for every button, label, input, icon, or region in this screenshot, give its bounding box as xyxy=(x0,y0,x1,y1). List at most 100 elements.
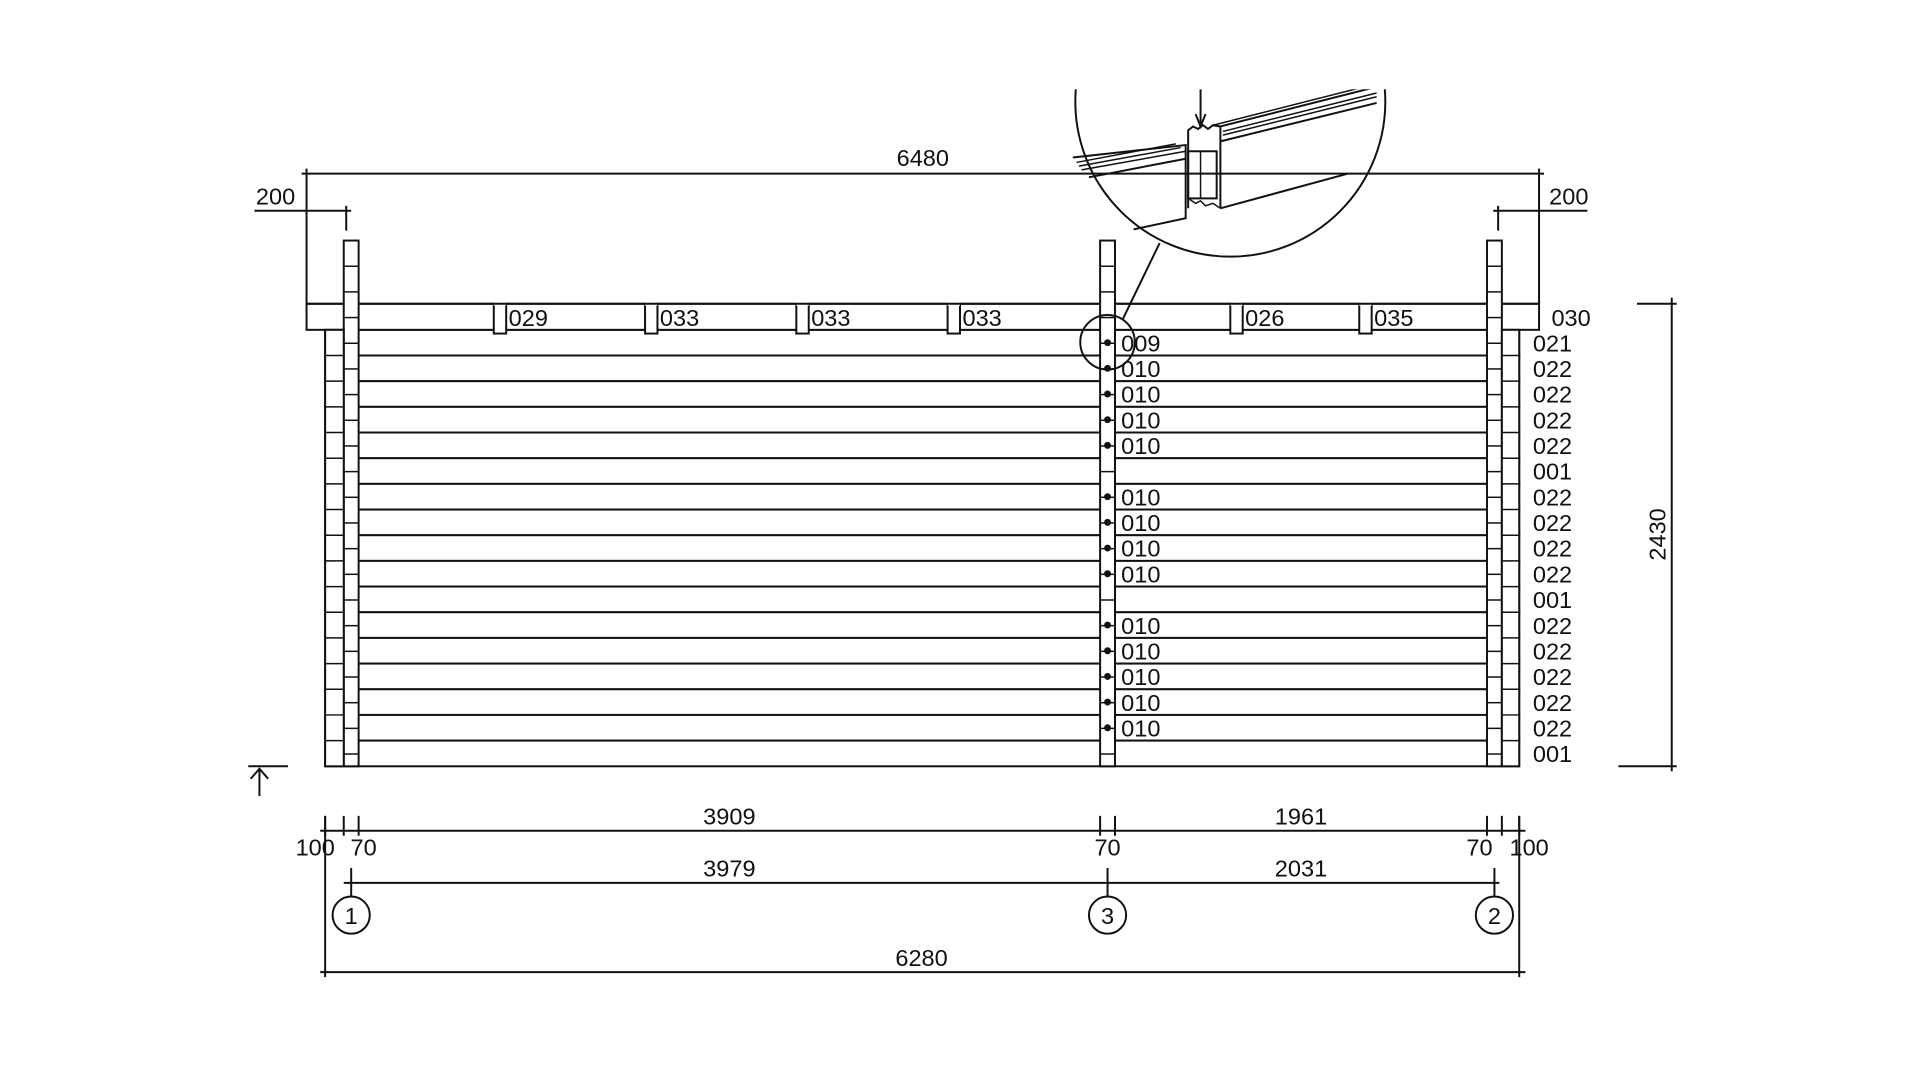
dimension-label: 200 xyxy=(256,184,295,210)
level-arrow-icon xyxy=(248,765,288,797)
axis-marker-1: 1 xyxy=(331,895,371,935)
log-label-right: 022 xyxy=(1533,433,1572,459)
dimension-label: 100 xyxy=(296,835,335,861)
log-label-right: 022 xyxy=(1533,664,1572,690)
corner-column-left xyxy=(324,328,345,768)
dimension-label: 2430 xyxy=(1645,508,1671,560)
log-label-middle: 010 xyxy=(1121,561,1160,587)
dimension-chain-axes: 3979 2031 1 3 2 xyxy=(331,856,1515,935)
top-beam-segment-label: 026 xyxy=(1245,305,1284,331)
log-label-middle: 010 xyxy=(1121,664,1160,690)
beam-joint-notch xyxy=(946,302,961,335)
log-label-right: 022 xyxy=(1533,638,1572,664)
log-label-right: 022 xyxy=(1533,407,1572,433)
dimension-label: 3979 xyxy=(703,856,755,882)
posts xyxy=(324,239,1521,768)
dowel-dot-icon xyxy=(1104,390,1112,398)
log-row xyxy=(324,713,1521,742)
log-row xyxy=(324,380,1521,408)
log-label-right: 021 xyxy=(1533,330,1572,356)
dowel-dot-icon xyxy=(1104,698,1112,706)
axis-marker-2: 2 xyxy=(1474,895,1515,935)
dimension-overall-bottom: 6280 xyxy=(320,815,1526,978)
log-label-middle: 010 xyxy=(1121,690,1160,716)
post-left xyxy=(342,239,360,768)
log-row xyxy=(324,585,1521,614)
top-beam-segment-label: 035 xyxy=(1374,305,1413,331)
dowel-dot-icon xyxy=(1104,416,1112,424)
log-label-middle: 010 xyxy=(1121,433,1160,459)
axis-label: 1 xyxy=(345,903,358,929)
top-beam-outline xyxy=(305,302,1541,331)
log-label-middle: 010 xyxy=(1121,382,1160,408)
joint-detail-callout xyxy=(1072,89,1387,371)
dimension-label: 70 xyxy=(1466,835,1492,861)
beam-joint-notch xyxy=(1358,302,1373,335)
axis-marker-3: 3 xyxy=(1087,895,1128,935)
log-row xyxy=(324,688,1521,716)
dowel-dot-icon xyxy=(1104,364,1112,372)
dimension-label: 3909 xyxy=(703,804,755,830)
detail-marker-circle xyxy=(1079,313,1136,371)
log-label-right: 022 xyxy=(1533,356,1572,382)
dowel-dot-icon xyxy=(1104,647,1112,655)
log-row xyxy=(324,482,1521,511)
dimension-overall-top: 6480 xyxy=(301,145,1545,304)
beam-joint-notch xyxy=(492,302,508,335)
beam-joint-notch xyxy=(644,302,659,335)
log-row xyxy=(324,636,1521,665)
log-row xyxy=(324,508,1521,537)
log-row xyxy=(324,739,1521,768)
dowel-dot-icon xyxy=(1104,339,1112,347)
log-label-middle: 010 xyxy=(1121,638,1160,664)
log-row xyxy=(324,534,1521,562)
corner-column-right xyxy=(1500,328,1521,768)
post-right xyxy=(1485,239,1503,768)
log-label-right: 001 xyxy=(1533,459,1572,485)
dimension-overhang-left: 200 xyxy=(254,184,352,231)
beam-joint-notch xyxy=(1229,302,1244,335)
joint-detail-view xyxy=(1072,89,1387,258)
log-label-middle: 010 xyxy=(1121,536,1160,562)
log-label-right: 022 xyxy=(1533,690,1572,716)
axis-label: 3 xyxy=(1101,903,1114,929)
dowel-dot-icon xyxy=(1104,518,1112,526)
log-row xyxy=(324,354,1521,383)
log-row xyxy=(324,405,1521,434)
dimension-chain-posts: 100 70 3909 70 1961 70 100 xyxy=(296,804,1549,861)
log-label-right: 001 xyxy=(1533,587,1572,613)
dowel-dot-icon xyxy=(1104,570,1112,578)
dowel-dot-icon xyxy=(1104,724,1112,732)
dimension-label: 6480 xyxy=(897,145,949,171)
dimension-label: 100 xyxy=(1509,835,1548,861)
dimension-label: 1961 xyxy=(1275,804,1327,830)
post-middle xyxy=(1099,239,1116,768)
dimension-label: 2031 xyxy=(1275,856,1327,882)
log-label-right: 022 xyxy=(1533,382,1572,408)
log-labels: 0090100100100100100100100100100100100100… xyxy=(509,305,1591,767)
dimension-height: 2430 xyxy=(1618,297,1677,772)
log-label-right: 001 xyxy=(1533,741,1572,767)
log-row xyxy=(324,431,1521,460)
top-beam-segment-label: 033 xyxy=(660,305,699,331)
log-label-middle: 010 xyxy=(1121,484,1160,510)
top-beam xyxy=(305,301,1541,335)
log-label-right: 022 xyxy=(1533,510,1572,536)
dimension-label: 200 xyxy=(1549,184,1588,210)
log-label-middle: 010 xyxy=(1121,407,1160,433)
log-label-right: 022 xyxy=(1533,613,1572,639)
log-label-right: 022 xyxy=(1533,715,1572,741)
log-row xyxy=(324,611,1521,639)
dowel-dot-icon xyxy=(1104,621,1112,629)
wall-logs xyxy=(324,328,1521,768)
dimension-label: 70 xyxy=(1094,835,1120,861)
log-row xyxy=(324,457,1521,485)
log-label-right: 022 xyxy=(1533,484,1572,510)
dowel-dot-icon xyxy=(1104,493,1112,501)
top-beam-segment-label: 029 xyxy=(509,305,548,331)
top-beam-segment-label: 033 xyxy=(962,305,1001,331)
log-label-middle: 010 xyxy=(1121,613,1160,639)
dowel-dot-icon xyxy=(1104,441,1112,449)
log-label-right: 022 xyxy=(1533,561,1572,587)
